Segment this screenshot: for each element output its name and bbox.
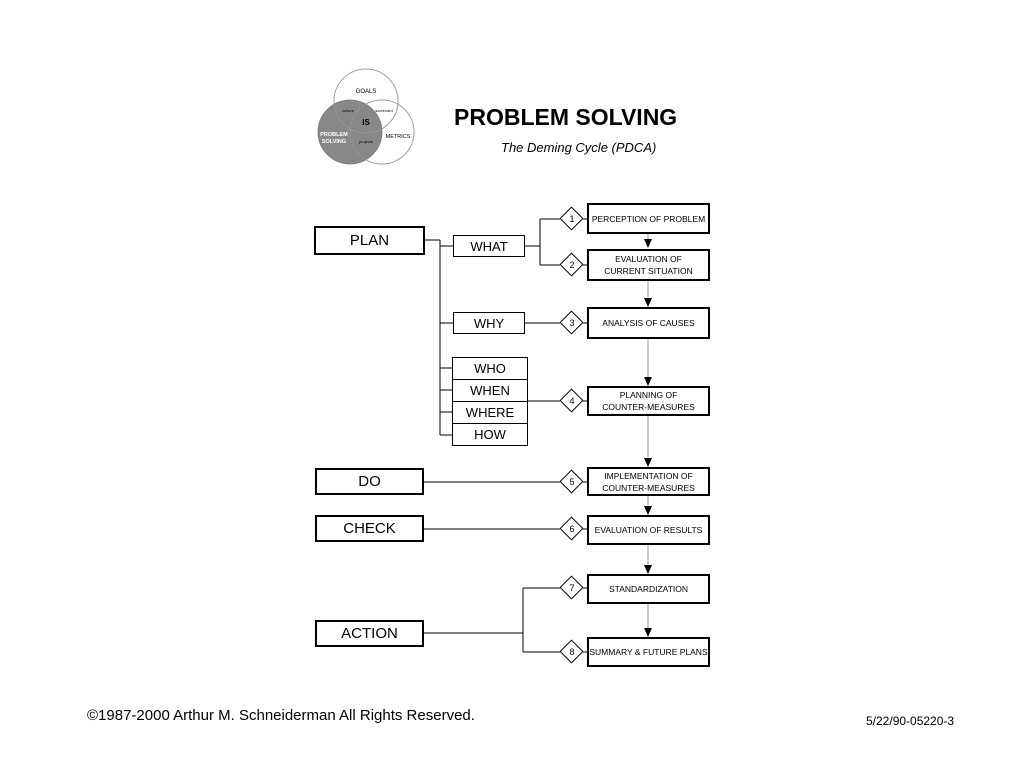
question-where: WHERE: [452, 401, 528, 424]
step-box-6: EVALUATION OF RESULTS: [587, 515, 710, 545]
venn-label-projects: projects: [359, 139, 373, 144]
step-box-7: STANDARDIZATION: [587, 574, 710, 604]
step-box-2-line2: CURRENT SITUATION: [604, 266, 693, 276]
step-number-3: 3: [560, 311, 584, 335]
question-what: WHAT: [453, 235, 525, 257]
step-box-5: IMPLEMENTATION OF COUNTER-MEASURES: [587, 467, 710, 496]
step-number-4-text: 4: [569, 396, 575, 406]
step-number-4: 4: [560, 389, 584, 413]
venn-label-culture: culture: [342, 108, 355, 113]
phase-plan: PLAN: [314, 226, 425, 255]
step-box-7-line1: STANDARDIZATION: [608, 584, 689, 594]
step-box-4-line2: COUNTER-MEASURES: [602, 402, 695, 412]
step-number-7: 7: [560, 576, 584, 600]
step-number-8: 8: [560, 640, 584, 664]
step-number-2-text: 2: [569, 260, 575, 270]
copyright-notice: ©1987-2000 Arthur M. Schneiderman All Ri…: [87, 707, 475, 724]
venn-label-metrics: METRICS: [386, 134, 411, 140]
question-who: WHO: [452, 357, 528, 380]
phase-check: CHECK: [315, 515, 424, 542]
step-number-1-text: 1: [569, 214, 575, 224]
step-number-8-text: 8: [569, 647, 575, 657]
step-box-5-line2: COUNTER-MEASURES: [602, 482, 695, 493]
step-box-3-line1: ANALYSIS OF CAUSES: [602, 318, 695, 328]
step-number-1: 1: [560, 207, 584, 231]
step-box-6-line1: EVALUATION OF RESULTS: [594, 525, 703, 535]
step-number-6: 6: [560, 517, 584, 541]
venn-label-goals: GOALS: [356, 89, 377, 95]
step-box-1-line1: PERCEPTION OF PROBLEM: [591, 213, 706, 224]
question-how: HOW: [452, 423, 528, 446]
venn-label-is: IS: [362, 118, 370, 127]
phase-action: ACTION: [315, 620, 424, 647]
step-number-5-text: 5: [569, 477, 575, 487]
venn-label-solving: SOLVING: [322, 139, 346, 145]
step-box-4: PLANNING OF COUNTER-MEASURES: [587, 386, 710, 416]
venn-logo: GOALS culture scorecard IS PROBLEM SOLVI…: [317, 68, 415, 165]
step-box-8: SUMMARY & FUTURE PLANS: [587, 637, 710, 667]
step-number-6-text: 6: [569, 524, 575, 534]
venn-label-problem: PROBLEM: [320, 132, 348, 138]
step-box-4-line1: PLANNING OF: [619, 390, 678, 400]
step-box-8-line1: SUMMARY & FUTURE PLANS: [589, 647, 708, 657]
question-why: WHY: [453, 312, 525, 334]
phase-do: DO: [315, 468, 424, 495]
step-box-1: PERCEPTION OF PROBLEM: [587, 203, 710, 234]
venn-label-scorecard: scorecard: [375, 108, 393, 113]
question-when: WHEN: [452, 379, 528, 402]
step-box-5-line1: IMPLEMENTATION OF: [604, 470, 693, 481]
step-number-2: 2: [560, 253, 584, 277]
step-box-2: EVALUATION OF CURRENT SITUATION: [587, 249, 710, 281]
document-code: 5/22/90-05220-3: [866, 714, 955, 728]
step-number-7-text: 7: [569, 583, 575, 593]
step-number-5: 5: [560, 470, 584, 494]
page-subtitle: The Deming Cycle (PDCA): [501, 140, 657, 155]
step-box-2-line1: EVALUATION OF: [615, 254, 682, 264]
step-box-3: ANALYSIS OF CAUSES: [587, 307, 710, 339]
page-title: PROBLEM SOLVING: [454, 104, 678, 130]
step-number-3-text: 3: [569, 318, 575, 328]
